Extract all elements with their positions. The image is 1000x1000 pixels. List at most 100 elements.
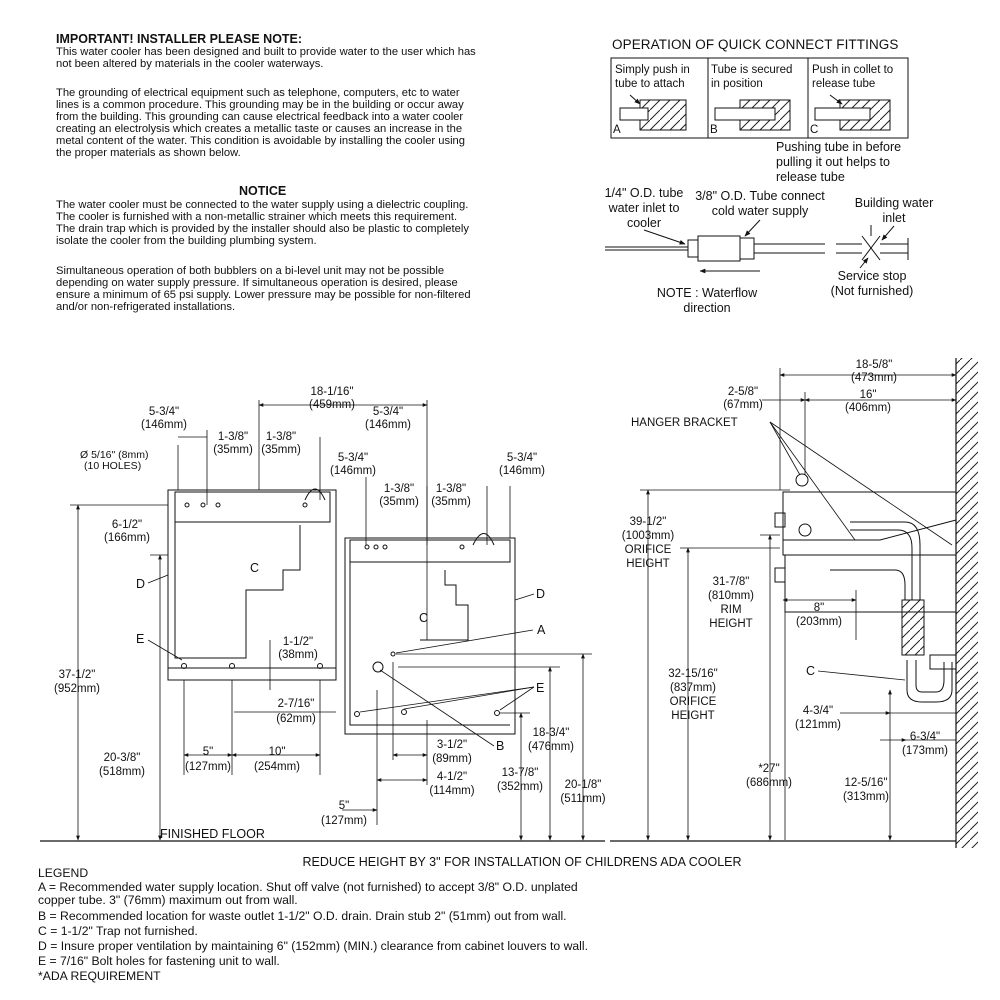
dim-5-a-mm: (127mm) [185,761,231,773]
dim-31-7-8: 31-7/8" [713,576,750,588]
letter-a: A [537,623,546,637]
lower-unit-outline [344,537,516,735]
dim-5-3-4-d: 5-3/4" [507,452,537,464]
building-inlet-label-2: inlet [883,211,906,225]
dim-5-3-4-c-mm: (146mm) [330,465,376,477]
dim-10-mm: (254mm) [254,761,300,773]
dim-12-5-16: 12-5/16" [844,777,887,789]
dim-2-7-16-mm: (62mm) [276,713,316,725]
waterflow-label-2: direction [683,301,730,315]
dim-39-1-2-height: HEIGHT [626,558,669,570]
quick-connect-panel-b: Tube is secured in position B [710,64,792,136]
upper-unit-outline [167,489,337,681]
dim-18-5-8-mm: (473mm) [851,372,897,384]
three-eighth-tube-label-1: 3/8" O.D. Tube connect [695,189,825,203]
important-heading: IMPORTANT! INSTALLER PLEASE NOTE: [56,32,303,46]
dim-6-1-2-mm: (166mm) [104,532,150,544]
legend-ada-note: *ADA REQUIREMENT [38,969,161,983]
waterflow-label-1: NOTE : Waterflow [657,286,758,300]
dim-39-1-2: 39-1/2" [630,516,667,528]
dim-4-3-4-mm: (121mm) [795,719,841,731]
dim-5-3-4-c: 5-3/4" [338,452,368,464]
dim-2-7-16: 2-7/16" [278,698,315,710]
quarter-tube-label-2: water inlet to [608,201,680,215]
dim-6-3-4: 6-3/4" [910,731,940,743]
important-paragraph-2: The grounding of electrical equipment su… [56,87,465,159]
upper-unit-side [782,491,957,556]
dim-31-7-8-mm: (810mm) [708,590,754,602]
side-letter-c: C [806,664,815,678]
dim-2-5-8-mm: (67mm) [723,399,763,411]
dim-27-mm: (686mm) [746,777,792,789]
dim-32-15-16-orifice: ORIFICE [670,696,717,708]
service-stop-label-2: (Not furnished) [831,284,914,298]
dim-18-1-16-mm: (459mm) [309,399,355,411]
panel-b-text-1: Tube is secured [711,64,792,76]
dim-5-3-4-b-mm: (146mm) [365,419,411,431]
dim-31-7-8-height: HEIGHT [709,618,752,630]
pushing-note-2: pulling it out helps to [776,155,890,169]
panel-c-text-1: Push in collet to [812,64,893,76]
lower-unit-side [784,554,957,613]
letter-b: B [496,739,504,753]
side-view-labels: 18-5/8" (473mm) 2-5/8" (67mm) 16" (406mm… [622,359,948,803]
dim-2-5-8: 2-5/8" [728,386,758,398]
legend-title: LEGEND [38,866,89,880]
dim-5-3-4-d-mm: (146mm) [499,465,545,477]
dim-3-1-2: 3-1/2" [437,739,467,751]
dim-8-mm: (203mm) [796,616,842,628]
dim-18-5-8: 18-5/8" [856,359,893,371]
dim-37-1-2-mm: (952mm) [54,683,100,695]
dim-13-7-8: 13-7/8" [502,767,539,779]
panel-a-text-2: tube to attach [615,78,685,90]
letter-c-lower: C [419,611,428,625]
dim-20-3-8: 20-3/8" [104,752,141,764]
legend-item-c: C = 1-1/2" Trap not furnished. [38,924,198,938]
notice-heading: NOTICE [239,184,287,198]
upper-hanger-plate [174,491,331,523]
panel-b-letter: B [710,124,718,136]
dim-1-3-8-c: 1-3/8" [384,483,414,495]
panel-c-letter: C [810,124,818,136]
reduce-height-note: REDUCE HEIGHT BY 3" FOR INSTALLATION OF … [302,855,741,869]
legend-item-b: B = Recommended location for waste outle… [38,909,567,923]
dim-18-3-4-mm: (476mm) [528,741,574,753]
dim-5-a: 5" [203,746,213,758]
supply-line-diagram: 1/4" O.D. tube water inlet to cooler 3/8… [605,186,934,315]
dim-4-3-4: 4-3/4" [803,705,833,717]
dim-1-3-8-c-mm: (35mm) [379,496,419,508]
dim-1-3-8-a: 1-3/8" [218,431,248,443]
pushing-note-1: Pushing tube in before [776,140,901,154]
dim-39-1-2-orifice: ORIFICE [625,544,672,556]
quarter-tube-label-1: 1/4" O.D. tube [605,186,684,200]
dim-8: 8" [814,602,824,614]
dim-5-3-4-a-mm: (146mm) [141,419,187,431]
dim-5-3-4-a: 5-3/4" [149,406,179,418]
panel-a-letter: A [613,124,621,136]
wall-hatch [956,358,978,848]
dim-4-1-2: 4-1/2" [437,771,467,783]
dim-20-3-8-mm: (518mm) [99,766,145,778]
dim-1-3-8-d: 1-3/8" [436,483,466,495]
pushing-note-3: release tube [776,170,845,184]
important-paragraph-1: This water cooler has been designed and … [56,46,476,70]
quarter-tube-label-3: cooler [627,216,661,230]
quick-connect-panel-a: Simply push in tube to attach A [613,64,690,136]
dim-4-1-2-mm: (114mm) [429,785,474,797]
dim-31-7-8-rim: RIM [720,604,741,616]
three-eighth-tube-label-2: cold water supply [712,204,809,218]
front-view [40,488,605,842]
front-view-labels: 18-1/16" (459mm) 5-3/4" (146mm) 5-3/4" (… [54,386,606,841]
service-stop-label-1: Service stop [838,269,907,283]
dim-27: *27" [758,763,779,775]
dim-18-3-4: 18-3/4" [533,727,570,739]
building-inlet-label-1: Building water [855,196,934,210]
dim-holes: Ø 5/16" (8mm) [80,449,149,461]
legend-item-e: E = 7/16" Bolt holes for fastening unit … [38,954,280,968]
dim-18-1-16: 18-1/16" [310,386,353,398]
dim-5-b-mm: (127mm) [321,815,367,827]
front-view-leaders [147,574,535,747]
quick-connect-panels [610,57,909,139]
dim-32-15-16: 32-15/16" [668,668,717,680]
